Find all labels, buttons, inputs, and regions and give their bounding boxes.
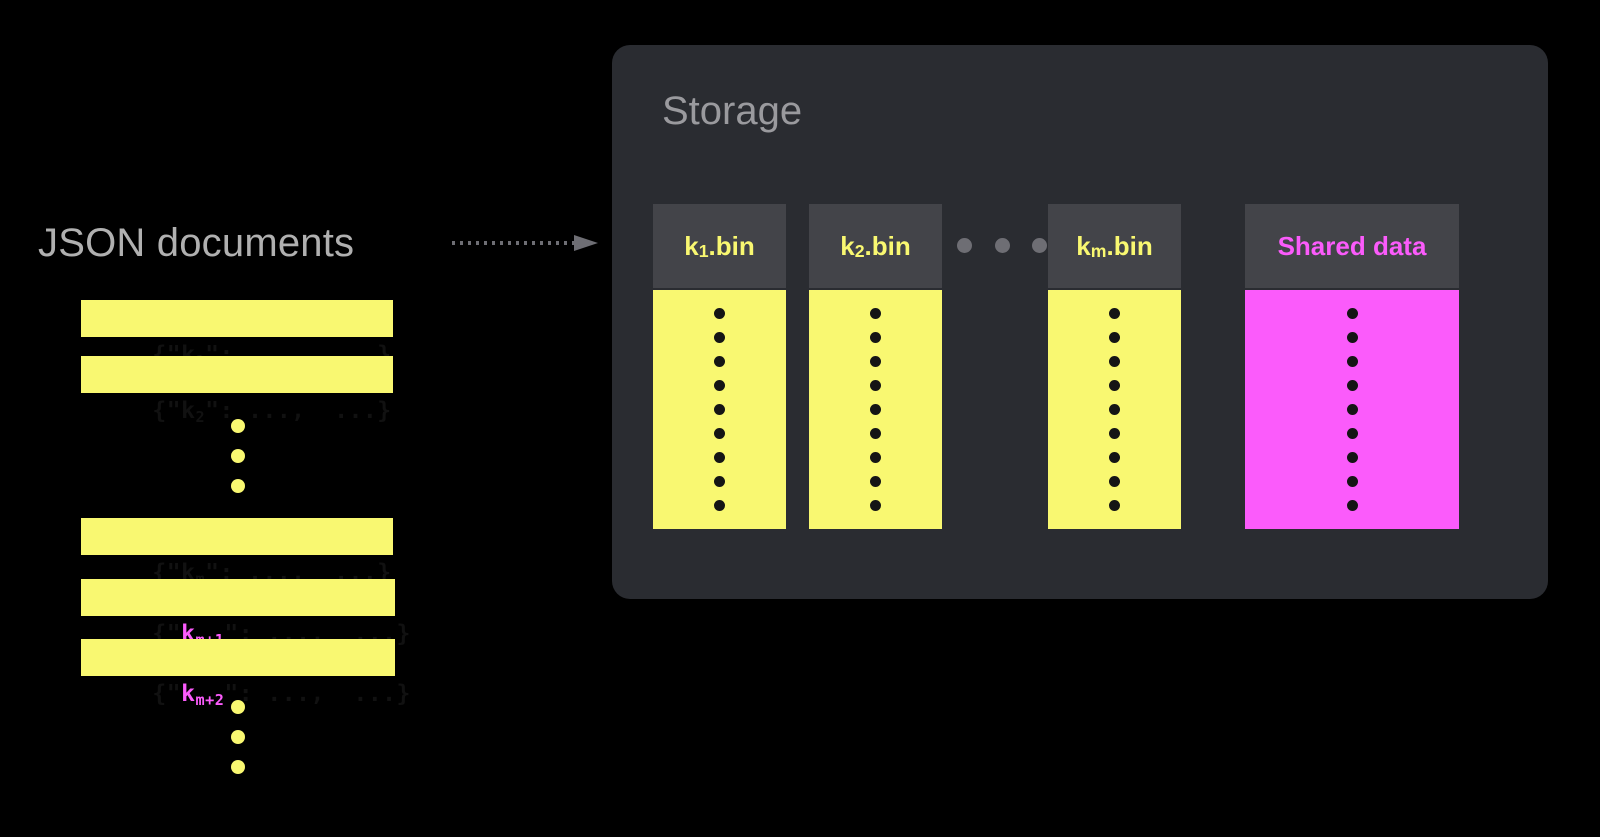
- record-dot: [1109, 452, 1120, 463]
- doc-key: k: [181, 681, 196, 707]
- bin-extension: .bin: [1106, 230, 1153, 261]
- record-dot: [714, 356, 725, 367]
- record-dot: [714, 452, 725, 463]
- record-dot: [1109, 500, 1120, 511]
- record-dot: [870, 476, 881, 487]
- record-dot: [714, 308, 725, 319]
- bin-key: Shared data: [1277, 230, 1427, 261]
- record-dot: [870, 308, 881, 319]
- ellipsis-dot: [231, 730, 245, 744]
- doc-key: k: [181, 398, 196, 424]
- ellipsis-dot: [994, 238, 1010, 253]
- ellipsis-dot: [231, 449, 245, 463]
- ellipsis-dot: [231, 479, 245, 493]
- record-dot: [870, 500, 881, 511]
- flow-arrow: [452, 233, 600, 253]
- bin-key: k: [1076, 230, 1091, 261]
- doc-suffix: ": ..., ...}: [224, 681, 411, 707]
- storage-bin-column-shared[interactable]: Shared data: [1245, 204, 1459, 529]
- json-document-row: {"km": ..., ...}: [81, 518, 393, 587]
- record-dot: [1346, 500, 1358, 511]
- record-dot: [870, 452, 881, 463]
- storage-bin-body: [809, 290, 942, 529]
- storage-bin-body-shared: [1245, 290, 1459, 529]
- record-dot: [714, 428, 725, 439]
- record-dot: [870, 356, 881, 367]
- storage-bin-body: [653, 290, 786, 529]
- doc-prefix: {": [152, 398, 182, 424]
- json-documents-section: JSON documents {"k1": ..., ...} {"k2": .…: [0, 0, 600, 837]
- documents-ellipsis-lower: [231, 700, 247, 790]
- record-dot: [1109, 308, 1120, 319]
- bin-key: k: [684, 230, 699, 261]
- storage-bins-ellipsis: [957, 238, 1047, 253]
- storage-title: Storage: [662, 89, 803, 133]
- record-dot: [1346, 428, 1358, 439]
- storage-bin-header-shared: Shared data: [1245, 204, 1459, 288]
- doc-suffix: ": ..., ...}: [224, 621, 411, 647]
- record-dot: [1109, 332, 1120, 343]
- record-dot: [1109, 380, 1120, 391]
- record-dot: [1346, 452, 1358, 463]
- record-dot: [870, 380, 881, 391]
- ellipsis-dot: [957, 238, 972, 253]
- record-dot: [1346, 356, 1358, 367]
- bin-key: k: [840, 230, 855, 261]
- json-document-row: {"k2": ..., ...}: [81, 356, 393, 425]
- record-dot: [1346, 308, 1358, 319]
- flow-arrow-icon: [452, 235, 598, 251]
- record-dot: [714, 332, 725, 343]
- doc-suffix: ": ..., ...}: [205, 398, 392, 424]
- record-dot: [870, 428, 881, 439]
- record-dot: [1346, 476, 1358, 487]
- record-dot: [1109, 356, 1120, 367]
- ellipsis-dot: [231, 700, 245, 714]
- ellipsis-dot: [231, 419, 245, 433]
- json-document-row: {"km+2": ..., ...}: [81, 639, 410, 708]
- record-dot: [870, 332, 881, 343]
- documents-ellipsis-upper: [231, 419, 247, 509]
- bin-extension: .bin: [864, 230, 911, 261]
- doc-key-subscript: m+2: [195, 691, 225, 709]
- record-dot: [714, 380, 725, 391]
- doc-key-subscript: 2: [195, 408, 206, 426]
- bin-extension: .bin: [708, 230, 755, 261]
- ellipsis-dot: [231, 760, 245, 774]
- record-dot: [1109, 428, 1120, 439]
- record-dot: [714, 500, 725, 511]
- record-dot: [714, 476, 725, 487]
- record-dot: [1346, 332, 1358, 343]
- record-dot: [1346, 380, 1358, 391]
- record-dot: [1109, 404, 1120, 415]
- record-dot: [1346, 404, 1358, 415]
- json-document-row: {"km+1": ..., ...}: [81, 579, 410, 648]
- json-documents-title: JSON documents: [38, 221, 355, 265]
- record-dot: [870, 404, 881, 415]
- record-dot: [1109, 476, 1120, 487]
- doc-prefix: {": [152, 681, 182, 707]
- ellipsis-dot: [1032, 238, 1047, 253]
- record-dot: [714, 404, 725, 415]
- storage-bin-body: [1048, 290, 1181, 529]
- json-document-row: {"k1": ..., ...}: [81, 300, 393, 369]
